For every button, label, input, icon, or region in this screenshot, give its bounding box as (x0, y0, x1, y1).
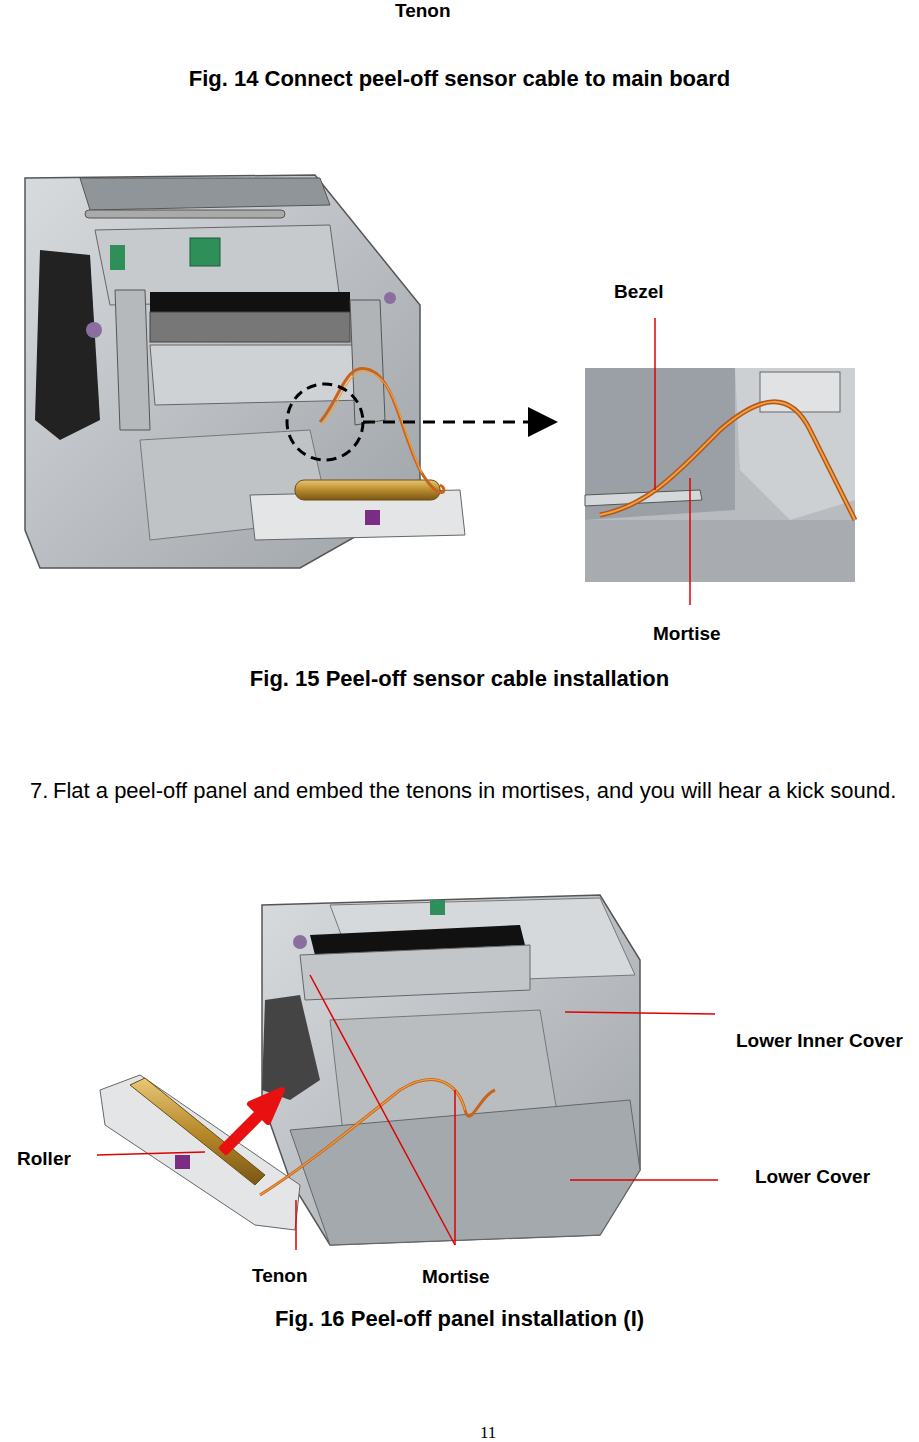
figure-caption: Fig. 15 Peel-off sensor cable installati… (0, 666, 919, 692)
part-label: Roller (17, 1148, 71, 1170)
printer-figure-16 (262, 895, 718, 1245)
figure-caption: Fig. 14 Connect peel-off sensor cable to… (0, 66, 919, 92)
instruction-text: Flat a peel-off panel and embed the teno… (53, 772, 915, 809)
page-number: 11 (480, 1423, 496, 1442)
part-label: Lower Cover (755, 1166, 870, 1188)
part-label: Tenon (252, 1265, 308, 1287)
part-label: Lower Inner Cover (736, 1030, 903, 1052)
part-label: Mortise (422, 1266, 490, 1288)
part-label: Tenon (395, 0, 451, 22)
part-label: Mortise (653, 623, 721, 645)
printer-figure-15 (25, 175, 552, 568)
step-number: 7. (30, 772, 48, 809)
figure-caption: Fig. 16 Peel-off panel installation (I) (0, 1306, 919, 1332)
inset-detail (585, 318, 855, 605)
part-label: Bezel (614, 281, 664, 303)
peel-off-panel (97, 975, 495, 1250)
